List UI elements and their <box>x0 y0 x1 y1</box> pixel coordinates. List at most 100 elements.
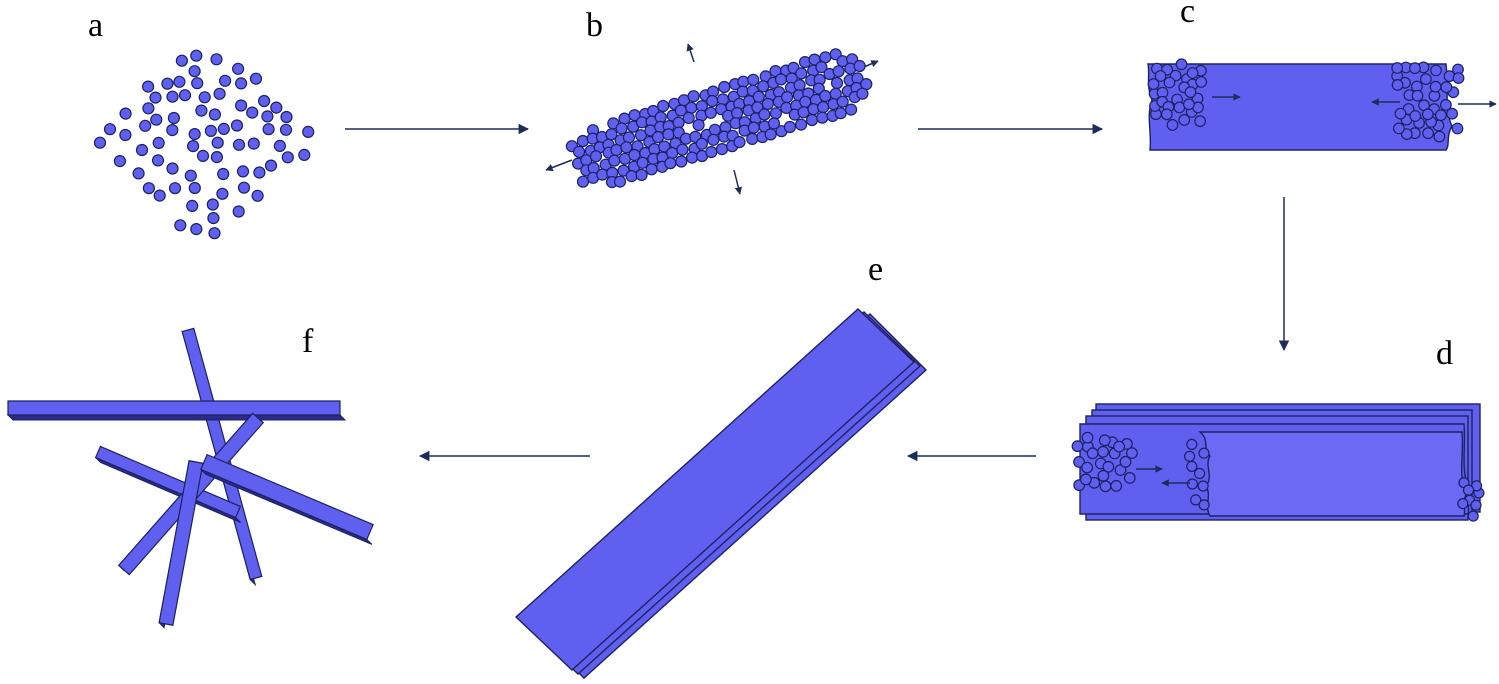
particle <box>1184 86 1197 99</box>
particle <box>150 113 163 126</box>
particle <box>184 169 197 182</box>
particle <box>188 128 201 141</box>
particle <box>196 149 210 162</box>
particle <box>1097 469 1110 482</box>
particle <box>769 107 783 120</box>
particle <box>676 143 689 156</box>
expansion-arrow-down <box>733 169 743 195</box>
particle <box>656 99 670 113</box>
particle <box>761 97 775 111</box>
panel-f-crossed-nanorods <box>6 327 374 629</box>
particle <box>664 157 677 170</box>
particle <box>173 75 186 88</box>
particle <box>613 175 627 188</box>
particle <box>246 106 259 119</box>
particle <box>206 198 219 211</box>
particle <box>685 101 698 114</box>
particle <box>1081 461 1093 474</box>
particle <box>1097 445 1109 458</box>
particle <box>142 80 155 93</box>
belt-e-front <box>514 308 916 671</box>
particle <box>273 139 286 152</box>
particle <box>816 111 829 124</box>
particle <box>576 134 590 148</box>
particle <box>1392 122 1405 135</box>
particle <box>1440 81 1453 94</box>
particle <box>232 62 245 75</box>
panel-d-stacked-sheets <box>1071 403 1485 522</box>
particle <box>635 168 648 181</box>
particle <box>1430 64 1442 77</box>
particle <box>175 54 188 67</box>
particle-cluster-left <box>1071 431 1138 493</box>
panel-c-nanosheet <box>1147 58 1497 151</box>
particle <box>1160 108 1173 121</box>
particle <box>1110 480 1123 492</box>
panel-b-particle-aggregate <box>545 43 879 195</box>
particle <box>1457 498 1469 510</box>
particle <box>132 167 145 180</box>
particle <box>1429 80 1442 93</box>
particle <box>856 87 869 100</box>
particle <box>853 59 866 73</box>
particle <box>262 123 275 136</box>
particle <box>208 108 221 121</box>
particle <box>1462 484 1475 496</box>
particle <box>815 60 828 74</box>
particle <box>1408 62 1421 75</box>
particle <box>1434 109 1447 122</box>
particle <box>1198 447 1210 459</box>
rod-horizontal-top-side <box>6 414 347 421</box>
particle <box>572 145 586 158</box>
particle <box>1163 76 1176 89</box>
particle <box>1470 499 1482 511</box>
particle <box>747 73 760 86</box>
particle <box>1147 78 1160 90</box>
particle <box>261 110 274 123</box>
particle <box>174 219 187 232</box>
particle <box>1467 510 1479 522</box>
particle <box>715 143 729 156</box>
particle <box>253 166 266 179</box>
particle <box>1452 72 1465 84</box>
particle <box>1394 107 1407 120</box>
panel-a-dispersed-particles <box>93 49 315 240</box>
particle <box>258 94 271 108</box>
particle <box>103 123 117 136</box>
particle <box>608 154 621 167</box>
particle <box>1071 440 1084 453</box>
particle <box>119 107 132 120</box>
particle <box>705 145 718 159</box>
particle <box>113 155 127 168</box>
particle <box>832 65 845 78</box>
particle <box>247 137 260 150</box>
particle <box>1099 480 1112 493</box>
particle <box>213 87 226 100</box>
particle <box>153 189 166 202</box>
particle <box>1186 438 1198 450</box>
particle <box>844 103 858 116</box>
particle <box>695 137 709 150</box>
particle <box>219 74 232 87</box>
particle <box>666 146 679 160</box>
particle <box>794 118 808 131</box>
rod-diagonal-right <box>200 453 374 541</box>
particle <box>119 128 132 142</box>
particle <box>142 102 155 115</box>
particle <box>1409 110 1422 122</box>
particle <box>834 107 847 120</box>
particle <box>576 175 590 188</box>
particle <box>251 189 264 202</box>
particle <box>805 113 819 127</box>
panel-label-f: f <box>302 323 314 360</box>
panel-label-d: d <box>1436 335 1453 372</box>
particle <box>217 167 230 181</box>
particle <box>736 85 749 98</box>
particle <box>191 77 204 90</box>
particle <box>151 154 165 167</box>
particle <box>615 122 628 135</box>
particle <box>279 123 293 136</box>
particle <box>636 156 649 169</box>
particle <box>1421 108 1434 121</box>
particle <box>1193 467 1206 480</box>
